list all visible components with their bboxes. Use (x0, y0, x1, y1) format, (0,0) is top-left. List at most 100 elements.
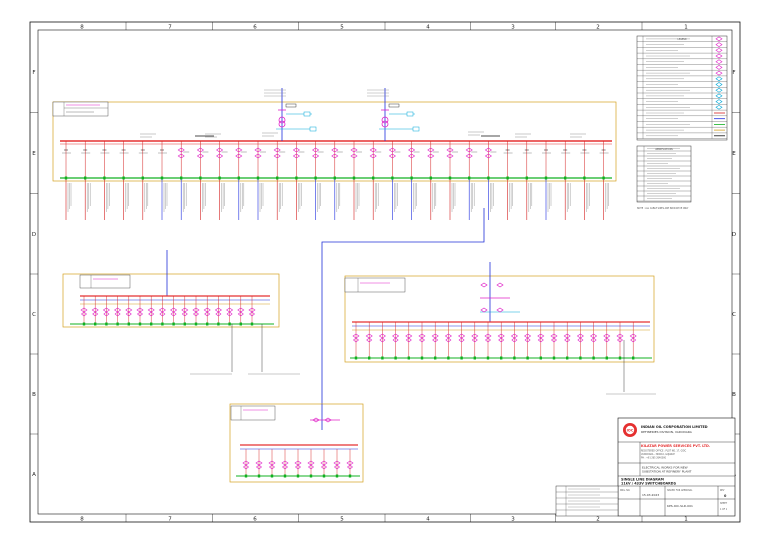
consultant-line-1: REGISTERED OFFICE : PLOT NO. 17, GIDC (641, 450, 687, 453)
feeder (503, 141, 513, 220)
interconnect-cable (321, 208, 485, 404)
breaker-symbol (307, 460, 315, 466)
feeder (237, 296, 245, 326)
breaker-symbol (378, 333, 386, 339)
feeder (226, 296, 234, 326)
feeder (392, 322, 400, 360)
breaker-symbol (312, 147, 320, 153)
breaker-symbol (216, 147, 224, 153)
breaker-symbol (114, 307, 122, 313)
breaker-symbol (616, 333, 624, 339)
feeder (292, 141, 305, 220)
drg-no-label: DRG. NO. (620, 489, 631, 492)
legend-symbol (715, 65, 723, 70)
column-marker: 8 (80, 25, 84, 31)
feeder (177, 141, 190, 220)
breaker-symbol (471, 333, 479, 339)
breaker-symbol (446, 147, 454, 153)
feeder (497, 322, 505, 360)
feeder (147, 296, 155, 326)
status-text: ISSUED FOR APPROVAL (667, 489, 693, 492)
legend-symbol (715, 87, 723, 93)
feeder (294, 449, 302, 478)
client-name: INDIAN OIL CORPORATION LIMITED (641, 425, 708, 429)
feeder (102, 296, 110, 326)
row-marker: F (32, 70, 35, 76)
column-marker: 6 (253, 517, 257, 523)
column-marker: 3 (511, 517, 515, 523)
drg-no: KPS-IOC-SLD-001 (667, 504, 693, 508)
feeder (418, 322, 426, 360)
feeder (365, 322, 373, 360)
breaker-symbol (484, 333, 492, 339)
column-marker: 5 (340, 517, 344, 523)
feeder (81, 141, 91, 220)
breaker-symbol (369, 147, 377, 153)
row-marker: B (32, 392, 36, 398)
breaker-symbol (147, 307, 155, 313)
column-marker: 7 (168, 25, 172, 31)
feeder (312, 141, 324, 220)
abbreviation-table (636, 145, 692, 203)
breaker-symbol (524, 333, 532, 339)
row-marker: C (732, 312, 736, 318)
feeder (254, 141, 266, 220)
feeder (427, 141, 439, 220)
breaker-symbol (235, 147, 243, 153)
consultant-line-3: PH : +91 265 2640000 (641, 457, 667, 460)
breaker-symbol (196, 147, 204, 153)
feeder (138, 141, 148, 220)
sheet-label: SHEET (720, 502, 728, 505)
feeder (590, 322, 598, 360)
lt-panel-bottom (229, 403, 364, 483)
row-marker: D (732, 232, 736, 238)
breaker-symbol (603, 333, 611, 339)
main-panel-tag (52, 101, 109, 117)
legend-symbol (715, 104, 723, 110)
breaker-symbol (136, 307, 144, 313)
column-marker: 4 (426, 517, 430, 523)
breaker-symbol (331, 147, 339, 153)
feeder (388, 141, 401, 220)
row-marker: E (32, 151, 36, 157)
breaker-symbol (181, 307, 189, 313)
legend-symbol (715, 42, 723, 47)
feeder (125, 296, 133, 326)
legend-table: LEGEND ABBREVIATIONS NOTE : ALL CABLE SI… (636, 35, 728, 210)
row-marker: C (32, 312, 36, 318)
feeder (158, 141, 168, 220)
feeder (119, 141, 129, 220)
feeder (405, 322, 413, 360)
feeder (352, 322, 360, 360)
feeder (331, 141, 343, 220)
breaker-symbol (177, 147, 185, 153)
feeder (561, 141, 571, 220)
breaker-symbol (484, 147, 492, 153)
breaker-symbol (125, 307, 133, 313)
feeder (444, 322, 452, 360)
feeder (203, 296, 211, 326)
feeder (629, 322, 637, 360)
feeder (181, 296, 189, 326)
project-line-2: SUBSTATION AT REFINERY PLANT (642, 470, 692, 474)
incomers (264, 88, 420, 141)
feeder (136, 296, 144, 326)
breaker-symbol (444, 333, 452, 339)
breaker-symbol (550, 333, 558, 339)
breaker-symbol (268, 460, 276, 466)
feeder (550, 322, 558, 360)
breaker-symbol (629, 333, 637, 339)
breaker-symbol (563, 333, 571, 339)
feeder (524, 322, 532, 360)
row-marker: B (732, 392, 736, 398)
feeder (431, 322, 439, 360)
breaker-symbol (408, 147, 416, 153)
feeder (378, 322, 386, 360)
feeder (471, 322, 479, 360)
legend-symbol (715, 93, 723, 99)
feeder (100, 141, 110, 220)
feeder (214, 296, 222, 326)
feeder (484, 322, 492, 360)
legend-symbol (715, 99, 723, 104)
breaker-symbol (91, 307, 99, 313)
